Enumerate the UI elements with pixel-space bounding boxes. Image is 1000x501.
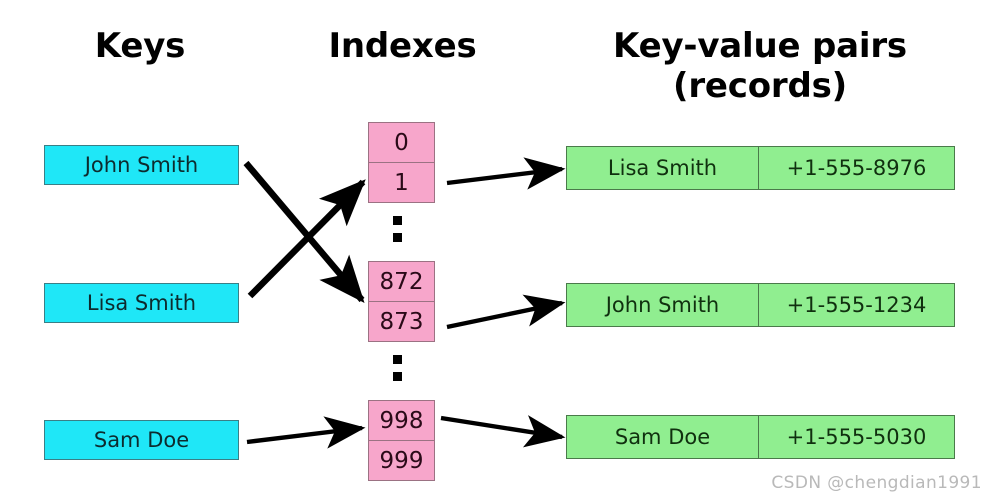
index-cell-0[interactable]: 0 bbox=[394, 129, 409, 156]
column-header-keys: Keys bbox=[94, 26, 186, 66]
watermark-text: CSDN @chengdian1991 bbox=[771, 473, 982, 493]
record-name-lisa-smith: Lisa Smith bbox=[607, 156, 718, 180]
index-group-0-1: 0 1 bbox=[368, 122, 435, 203]
column-header-key-value-pairs: Key-value pairs (records) bbox=[613, 26, 907, 107]
arrow-john-smith-to-873 bbox=[243, 160, 365, 303]
arrow-lisa-smith-to-1 bbox=[247, 179, 366, 299]
record-phone-john-smith: +1-555-1234 bbox=[758, 284, 954, 326]
vertical-ellipsis-icon-lower bbox=[393, 355, 402, 381]
key-box-john-smith[interactable]: John Smith bbox=[44, 145, 239, 185]
vertical-ellipsis-icon-upper bbox=[393, 216, 402, 242]
arrow-873-to-record-john-smith bbox=[446, 294, 566, 330]
record-phone-sam-doe: +1-555-5030 bbox=[758, 416, 954, 458]
index-cell-1[interactable]: 1 bbox=[369, 162, 434, 202]
column-header-indexes: Indexes bbox=[328, 26, 477, 66]
record-row-sam-doe[interactable]: Sam Doe +1-555-5030 bbox=[566, 415, 955, 459]
index-group-872-873: 872 873 bbox=[368, 261, 435, 342]
index-cell-872[interactable]: 872 bbox=[379, 268, 424, 295]
arrow-998-to-record-sam-doe bbox=[440, 415, 566, 448]
index-group-998-999: 998 999 bbox=[368, 400, 435, 481]
arrow-sam-doe-to-998 bbox=[246, 416, 366, 449]
record-phone-lisa-smith: +1-555-8976 bbox=[758, 147, 954, 189]
key-box-lisa-smith[interactable]: Lisa Smith bbox=[44, 283, 239, 323]
record-row-john-smith[interactable]: John Smith +1-555-1234 bbox=[566, 283, 955, 327]
record-name-sam-doe: Sam Doe bbox=[614, 425, 711, 449]
index-cell-873[interactable]: 873 bbox=[369, 301, 434, 341]
index-cell-999[interactable]: 999 bbox=[369, 440, 434, 480]
record-row-lisa-smith[interactable]: Lisa Smith +1-555-8976 bbox=[566, 146, 955, 190]
arrow-1-to-record-lisa-smith bbox=[446, 157, 566, 190]
index-cell-998[interactable]: 998 bbox=[379, 407, 424, 434]
record-name-john-smith: John Smith bbox=[605, 293, 720, 317]
key-box-sam-doe[interactable]: Sam Doe bbox=[44, 420, 239, 460]
